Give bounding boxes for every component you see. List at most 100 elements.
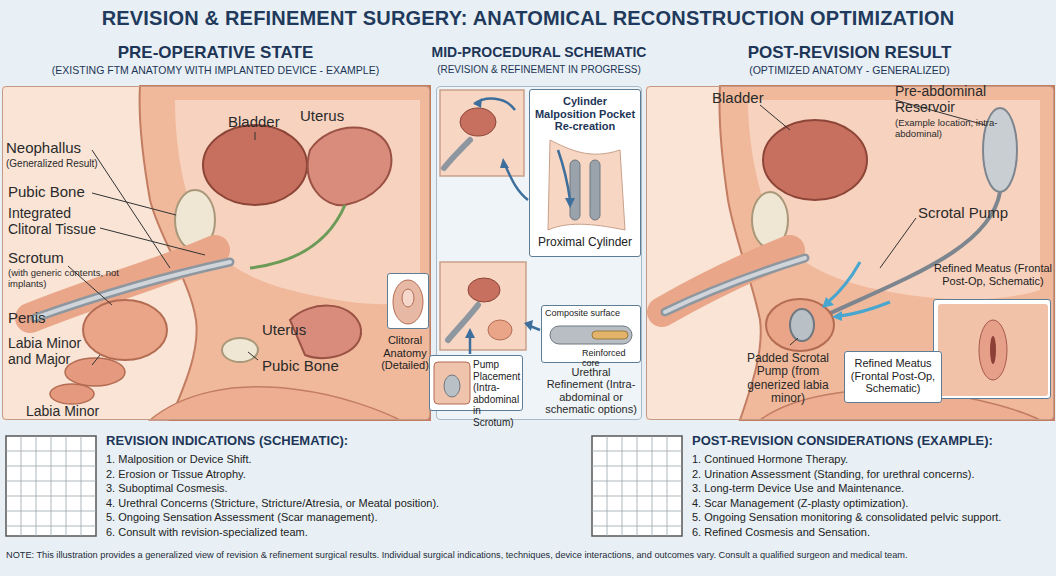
panel-subheading: (REVISION & REFINEMENT IN PROGRESS) xyxy=(423,64,655,76)
part-label: Scrotal Pump xyxy=(918,205,1028,222)
bladder xyxy=(203,125,307,205)
inset-heading: Cylinder Malposition Pocket Re-creation xyxy=(534,95,636,133)
thigh xyxy=(150,387,400,420)
part-label: Integrated Clitoral Tissue xyxy=(8,206,108,237)
composite-box: Composite surfaceReinforced core xyxy=(541,305,641,363)
leader-line xyxy=(255,132,256,140)
flow-arrow xyxy=(840,302,890,316)
part-label: Bladder xyxy=(228,114,298,131)
title-heading: REVISION & REFINEMENT SURGERY: ANATOMICA… xyxy=(0,7,1056,30)
pump-tissue xyxy=(434,362,470,404)
inset-heading: Refined Meatus (Frontal Post-Op, Schemat… xyxy=(930,262,1056,287)
list-item: 2. Urination Assessment (Standing, for u… xyxy=(692,468,1050,481)
part-label: Scrotum xyxy=(8,250,88,267)
list-item: 6. Consult with revision-specialized tea… xyxy=(106,526,582,539)
cylinder-core xyxy=(592,331,628,339)
leader-line xyxy=(760,105,790,130)
leader-line xyxy=(92,193,176,215)
panel-heading: POST-REVISION RESULT xyxy=(647,43,1052,63)
part-label: Pubic Bone xyxy=(262,358,362,375)
list-item: 4. Urethral Concerns (Stricture, Strictu… xyxy=(106,497,582,510)
part-label: Uterus xyxy=(262,322,332,339)
pump-icon xyxy=(444,375,460,397)
grid-lines xyxy=(6,436,96,536)
list-item: 1. Continued Hormone Therapy. xyxy=(692,453,1050,466)
inset-art xyxy=(592,432,684,540)
considerations-block: POST-REVISION CONSIDERATIONS (EXAMPLE):1… xyxy=(592,432,1052,546)
bladder xyxy=(468,278,500,302)
meatus-outer xyxy=(979,320,1007,380)
cylinder-left xyxy=(570,160,580,220)
cylinder-inset: Cylinder Malposition Pocket Re-creationP… xyxy=(529,89,641,257)
body-outline xyxy=(548,140,625,230)
part-label: Urethral Refinement (Intra-abdominal or … xyxy=(543,366,639,415)
part-note: (Generalized Result) xyxy=(6,158,126,169)
tissue xyxy=(393,280,423,324)
list-heading: REVISION INDICATIONS (SCHEMATIC): xyxy=(106,434,582,449)
implant-cylinder xyxy=(448,305,478,340)
sketch-box xyxy=(440,90,524,176)
implant-cylinder xyxy=(444,140,470,168)
meatus-slit xyxy=(990,336,996,364)
grid-lines xyxy=(592,436,682,536)
panel-subheading: (OPTIMIZED ANATOMY - GENERALIZED) xyxy=(647,64,1052,76)
leader-line xyxy=(880,218,916,268)
meatus-inset: Refined Meatus (Frontal Post-Op, Schemat… xyxy=(933,299,1051,399)
scrotum xyxy=(488,320,512,340)
bladder xyxy=(460,108,496,136)
panel-fill xyxy=(646,86,1054,420)
part-label: Labia Minor xyxy=(26,404,126,420)
inset-label: Reinforced core xyxy=(582,348,640,369)
part-label: Penis xyxy=(8,310,68,327)
list-item: 3. Long-term Device Use and Maintenance. xyxy=(692,482,1050,495)
arrow-curve xyxy=(474,99,515,110)
pubic-bone-lower xyxy=(222,338,258,362)
leader-line xyxy=(248,352,258,360)
part-note: (Example location, intra-abdominal) xyxy=(895,118,1015,139)
arrow-head xyxy=(822,297,834,308)
uterus xyxy=(308,128,392,206)
arrow-curve xyxy=(558,150,570,200)
list-item: 5. Ongoing Sensation Assessment (Scar ma… xyxy=(106,511,582,524)
inset-art xyxy=(934,300,1052,400)
leader-line xyxy=(92,355,100,365)
panel-pre-op: PRE-OPERATIVE STATE(EXISTING FTM ANATOMY… xyxy=(2,86,430,420)
pump-box: Pump Placement (Intra-abdominal in Scrot… xyxy=(429,355,523,411)
list-item: 6. Refined Cosmesis and Sensation. xyxy=(692,526,1050,539)
tissue-core xyxy=(402,289,414,307)
flow-arrow xyxy=(828,262,860,302)
labia-minor xyxy=(50,384,94,404)
part-label: Labia Minor and Major xyxy=(8,336,108,367)
list-item: 2. Erosion or Tissue Atrophy. xyxy=(106,468,582,481)
inset-art xyxy=(388,274,430,330)
inset-label: Pump Placement (Intra-abdominal in Scrot… xyxy=(473,359,522,428)
leader-line xyxy=(790,338,798,345)
scrotum xyxy=(83,300,167,360)
arrow-head xyxy=(565,198,575,208)
part-label: Pre-abdominal Reservoir xyxy=(895,84,995,115)
panel-heading: MID-PROCEDURAL SCHEMATIC xyxy=(423,44,655,60)
labia xyxy=(65,358,125,386)
leader-line xyxy=(100,228,205,255)
part-label: Bladder xyxy=(712,90,782,107)
part-label: Uterus xyxy=(300,108,370,125)
arrow-head xyxy=(474,98,482,108)
arrow-head xyxy=(500,158,509,168)
pelvic-cavity xyxy=(175,100,420,304)
grid-box xyxy=(592,436,682,536)
grid-box xyxy=(6,436,96,536)
meatus-label-box: Refined Meatus (Frontal Post-Op, Schemat… xyxy=(844,351,942,403)
panel-mid: MID-PROCEDURAL SCHEMATIC(REVISION & REFI… xyxy=(436,86,642,420)
footnote: NOTE: This illustration provides a gener… xyxy=(6,550,1050,560)
arrow-head xyxy=(524,320,533,331)
list-item: 3. Suboptimal Cosmesis. xyxy=(106,482,582,495)
list-item: 5. Ongoing Sensation monitoring & consol… xyxy=(692,511,1050,524)
list-item: 4. Scar Management (Z-plasty optimizatio… xyxy=(692,497,1050,510)
panel-subheading: (EXISTING FTM ANATOMY WITH IMPLANTED DEV… xyxy=(3,64,428,76)
list-item: 1. Malposition or Device Shift. xyxy=(106,453,582,466)
panel-heading: PRE-OPERATIVE STATE xyxy=(3,43,428,63)
sketch-box xyxy=(440,262,526,350)
inset-label: Composite surface xyxy=(545,308,639,318)
